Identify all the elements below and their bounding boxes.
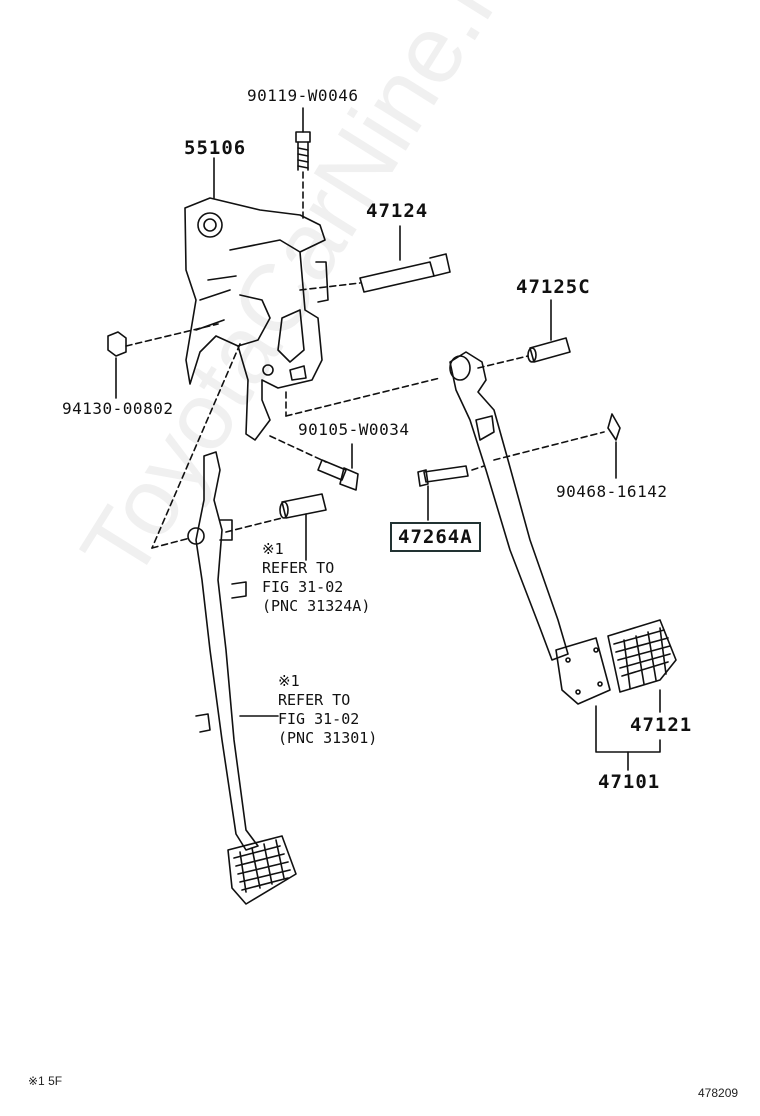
clip-shape	[607, 413, 621, 479]
shaft-shape	[359, 225, 451, 293]
nut-shape	[107, 331, 127, 399]
bracket-shape	[184, 157, 329, 441]
part-label-nut: 94130-00802	[62, 399, 174, 418]
nut-leader	[125, 323, 219, 347]
perspective-line-4	[285, 377, 441, 417]
clutch-sleeve-leader	[225, 517, 283, 533]
reference-note-2: ※1 REFER TO FIG 31-02 (PNC 31301)	[278, 672, 378, 747]
part-label-pad: 47121	[630, 714, 693, 736]
reference-note-1: ※1 REFER TO FIG 31-02 (PNC 31324A)	[262, 540, 371, 615]
bolt-mid-shape	[269, 435, 359, 491]
footnote: ※1 5F	[28, 1074, 63, 1088]
bolt-top-shape	[295, 107, 311, 171]
clutch-pedal-shape	[187, 451, 297, 905]
bushing-leader	[477, 355, 529, 369]
figure-id: 478209	[698, 1086, 739, 1100]
part-label-shaft: 47124	[366, 200, 429, 222]
part-label-bolt-mid: 90105-W0034	[298, 420, 410, 439]
part-label-bracket: 55106	[184, 137, 247, 159]
perspective-line-2	[151, 537, 191, 549]
brake-pad-shape	[607, 619, 677, 713]
bushing-shape	[527, 299, 571, 363]
part-label-bushing: 47125C	[516, 276, 591, 298]
perspective-line-1	[151, 343, 241, 549]
part-label-brake-pedal: 47101	[598, 771, 661, 793]
pin-leader	[471, 465, 485, 471]
part-label-clip: 90468-16142	[556, 482, 668, 501]
pin-shape	[417, 465, 469, 521]
clip-leader	[493, 431, 605, 461]
clutch-sleeve-shape	[279, 493, 327, 561]
part-label-pin: 47264A	[390, 522, 481, 552]
part-label-bolt-top: 90119-W0046	[247, 86, 359, 105]
shaft-leader	[299, 282, 361, 291]
brake-pedal-shape	[449, 351, 611, 705]
